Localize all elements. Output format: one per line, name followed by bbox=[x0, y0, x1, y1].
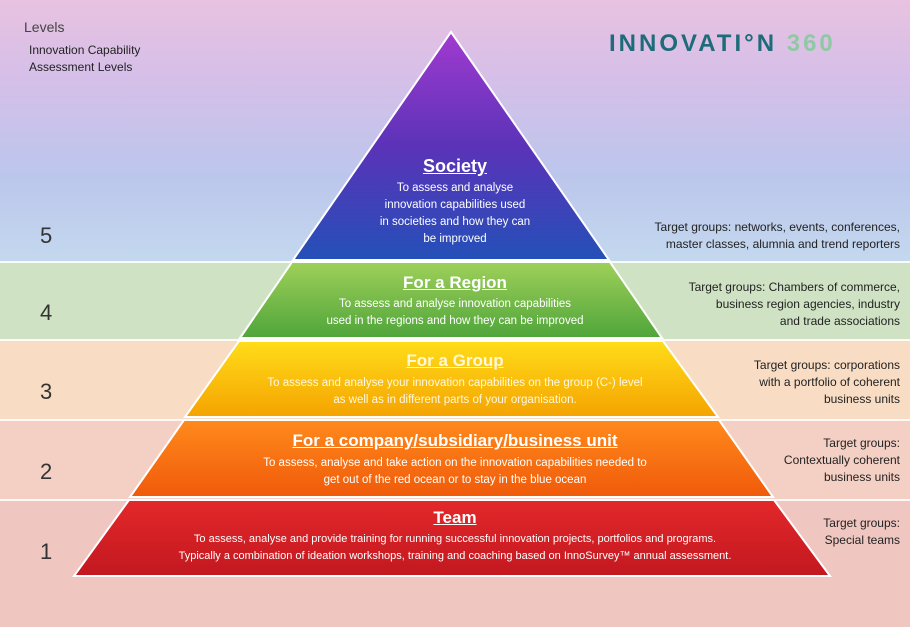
target-line: business units bbox=[823, 392, 900, 406]
levels-heading: Levels bbox=[24, 19, 65, 35]
level-number-1: 1 bbox=[40, 539, 53, 564]
tier-description-society: To assess and analyse innovation capabil… bbox=[0, 180, 910, 248]
tier-title-group: For a Group bbox=[406, 351, 504, 370]
description-line: be improved bbox=[423, 233, 487, 245]
pyramid-tier-society bbox=[291, 30, 611, 261]
description-line: To assess and analyse bbox=[396, 182, 514, 194]
description-line: To assess, analyse and provide training … bbox=[193, 533, 717, 545]
tier-description-region: To assess and analyse innovation capabil… bbox=[0, 296, 910, 330]
innovation-360-logo: INNOVATI°N 360 bbox=[609, 30, 836, 58]
target-line: and trade associations bbox=[779, 314, 900, 328]
target-line: business region agencies, industry bbox=[715, 297, 900, 311]
tier-title-company: For a company/subsidiary/business unit bbox=[292, 431, 618, 450]
levels-subtitle-line: Assessment Levels bbox=[29, 60, 133, 74]
tier-description-company: To assess, analyse and take action on th… bbox=[0, 455, 910, 489]
target-groups-group: Target groups: corporations with a portf… bbox=[754, 357, 900, 408]
description-line: in societies and how they can bbox=[379, 216, 531, 228]
target-groups-company: Target groups: Contextually coherent bus… bbox=[784, 435, 900, 486]
target-line: Target groups: networks, events, confere… bbox=[654, 220, 900, 234]
logo-number: 360 bbox=[786, 30, 836, 57]
description-line: Typically a combination of ideation work… bbox=[178, 550, 732, 562]
target-line: Target groups: bbox=[823, 516, 900, 530]
tier-title-region: For a Region bbox=[403, 273, 507, 292]
tier-title-team: Team bbox=[433, 508, 477, 527]
pyramid-tier-group bbox=[183, 340, 720, 418]
logo-word: INNOVATI°N bbox=[609, 30, 778, 57]
description-line: innovation capabilities used bbox=[384, 199, 526, 211]
description-line: To assess and analyse innovation capabil… bbox=[338, 298, 572, 310]
target-line: Target groups: Chambers of commerce, bbox=[688, 280, 900, 294]
target-groups-region: Target groups: Chambers of commerce, bus… bbox=[689, 279, 900, 330]
pyramid-tier-team bbox=[72, 499, 832, 577]
levels-subtitle-line: Innovation Capability bbox=[29, 43, 141, 57]
target-groups-society: Target groups: networks, events, confere… bbox=[655, 219, 900, 253]
description-line: To assess, analyse and take action on th… bbox=[263, 457, 647, 469]
target-line: Target groups: bbox=[823, 436, 900, 450]
pyramid-tier-company bbox=[128, 419, 775, 498]
levels-subtitle: Innovation Capability Assessment Levels bbox=[29, 42, 229, 76]
target-line: master classes, alumnia and trend report… bbox=[665, 237, 900, 251]
target-line: with a portfolio of coherent bbox=[759, 375, 900, 389]
tier-description-team: To assess, analyse and provide training … bbox=[0, 531, 910, 565]
level-number-5: 5 bbox=[40, 223, 53, 248]
description-line: To assess and analyse your innovation ca… bbox=[267, 377, 643, 389]
level-number-2: 2 bbox=[40, 459, 53, 484]
tier-title-society: Society bbox=[422, 156, 488, 176]
target-line: business units bbox=[823, 470, 900, 484]
description-line: get out of the red ocean or to stay in t… bbox=[323, 474, 587, 486]
target-line: Contextually coherent bbox=[783, 453, 900, 467]
level-number-3: 3 bbox=[40, 379, 53, 404]
description-line: as well as in different parts of your or… bbox=[333, 394, 577, 406]
pyramid-tier-region bbox=[238, 261, 664, 339]
target-line: Special teams bbox=[824, 533, 900, 547]
description-line: used in the regions and how they can be … bbox=[326, 315, 584, 327]
target-line: Target groups: corporations bbox=[753, 358, 900, 372]
level-number-4: 4 bbox=[40, 300, 53, 325]
tier-description-group: To assess and analyse your innovation ca… bbox=[0, 375, 910, 409]
target-groups-team: Target groups: Special teams bbox=[823, 515, 900, 549]
